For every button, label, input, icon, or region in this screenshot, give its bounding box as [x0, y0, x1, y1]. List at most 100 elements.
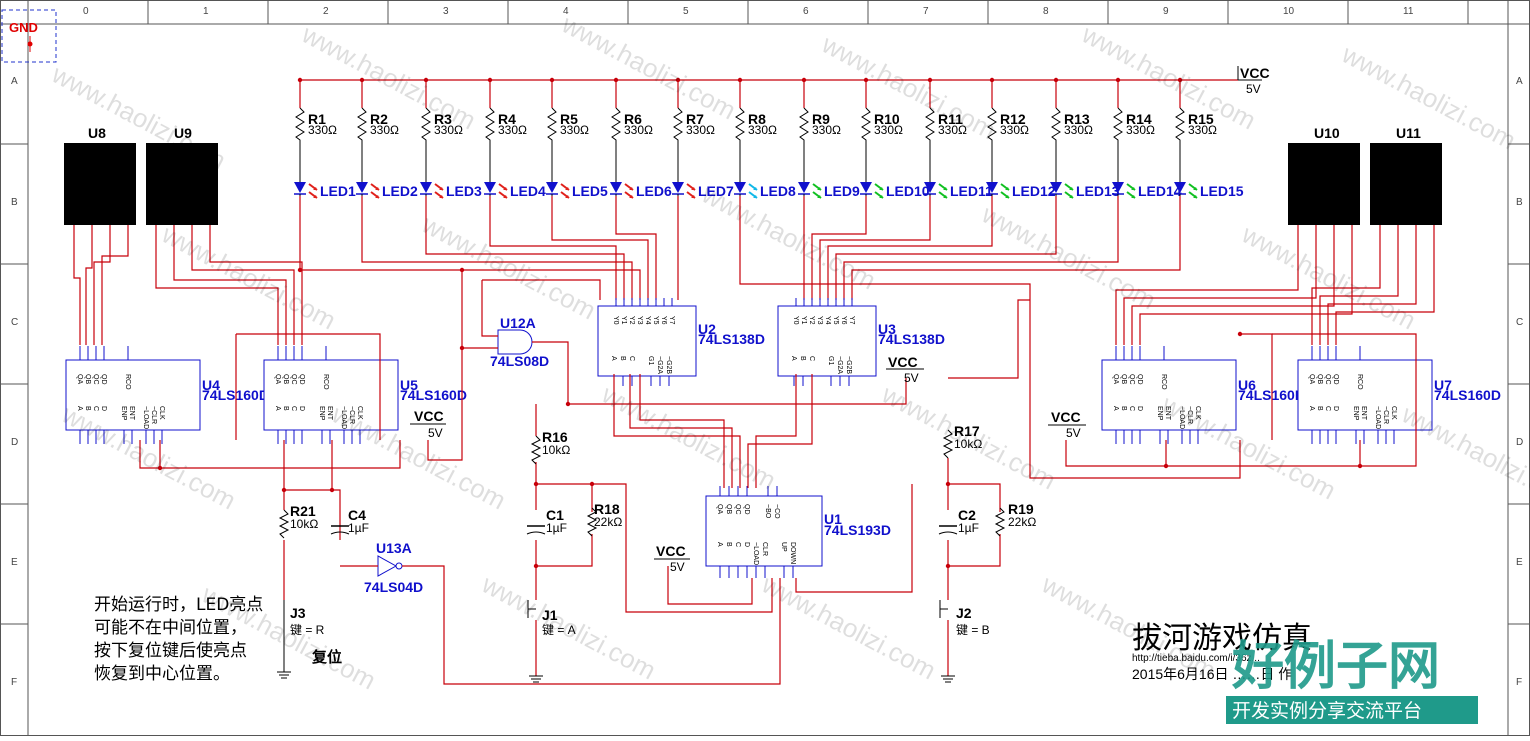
- svg-text:QA: QA: [76, 374, 83, 384]
- grid-col-label: 1: [203, 6, 209, 17]
- resistor-r3: [421, 107, 431, 182]
- led-led1: [294, 182, 306, 193]
- svg-text:U2: U2: [698, 321, 716, 337]
- svg-text:~BO: ~BO: [764, 504, 771, 519]
- svg-text:QD: QD: [1332, 374, 1339, 385]
- watermark-text: www.haolizi.com: [476, 568, 661, 685]
- led-arrowhead: [879, 187, 883, 198]
- resistor-value: 330Ω: [748, 123, 777, 137]
- grid-row-label: B: [1516, 197, 1523, 208]
- svg-text:ENP: ENP: [1156, 406, 1163, 421]
- resistor-value: 330Ω: [560, 123, 589, 137]
- svg-text:开始运行时，LED亮点: 开始运行时，LED亮点: [94, 595, 263, 615]
- capacitor-name: C2: [958, 507, 976, 523]
- switch-j1[interactable]: J1 键 = A: [527, 600, 576, 676]
- svg-text:Y3: Y3: [636, 316, 643, 325]
- svg-text:CLK: CLK: [1390, 406, 1397, 420]
- svg-text:B: B: [725, 542, 732, 547]
- junction-dot: [297, 77, 303, 83]
- svg-text:74LS08D: 74LS08D: [490, 353, 549, 369]
- svg-text:C: C: [290, 406, 297, 411]
- led-label: LED5: [572, 183, 608, 199]
- source-url: http://tieba.baidu.com/i/36z...: [1132, 653, 1260, 664]
- svg-text:ENP: ENP: [1352, 406, 1359, 421]
- grid-col-label: 10: [1283, 6, 1295, 17]
- svg-text:G1: G1: [647, 356, 654, 365]
- svg-text:B: B: [799, 356, 806, 361]
- vcc-u1: VCC 5V: [654, 543, 690, 574]
- svg-text:键 = B: 键 = B: [956, 623, 990, 637]
- svg-text:~G2A: ~G2A: [836, 356, 843, 374]
- junction-dots: [157, 267, 1363, 569]
- resistor-value: 22kΩ: [1008, 515, 1036, 529]
- svg-text:J1: J1: [542, 607, 558, 623]
- led-label: LED10: [886, 183, 930, 199]
- brand-badge: 好例子网 开发实例分享交流平台: [1226, 638, 1478, 724]
- svg-text:74LS160D: 74LS160D: [1434, 387, 1501, 403]
- grid-col-label: 8: [1043, 6, 1049, 17]
- svg-text:CLR: CLR: [761, 542, 768, 556]
- svg-text:ENP: ENP: [120, 406, 127, 421]
- svg-text:G1: G1: [827, 356, 834, 365]
- resistor-r21: [278, 509, 290, 539]
- led-arrowhead: [1069, 187, 1073, 198]
- svg-text:U13A: U13A: [376, 540, 412, 556]
- brand-name: 好例子网: [1231, 638, 1440, 696]
- watermark-text: www.haolizi.com: [976, 198, 1161, 315]
- switch-j2[interactable]: J2 键 = B: [939, 600, 990, 676]
- resistor-value: 10kΩ: [290, 517, 318, 531]
- resistor-value: 330Ω: [938, 123, 967, 137]
- led-arrowhead: [943, 187, 947, 198]
- resistor-r9: [799, 107, 809, 182]
- resistor-value: 10kΩ: [954, 437, 982, 451]
- led-led6: [610, 182, 622, 193]
- resistor-name: R14: [1126, 111, 1152, 127]
- grid-row-label: A: [1516, 76, 1523, 87]
- grid-row-label: D: [11, 437, 18, 448]
- junction-dot: [459, 267, 465, 273]
- svg-text:~LOAD: ~LOAD: [142, 406, 149, 429]
- svg-text:VCC: VCC: [1051, 409, 1081, 425]
- resistor-value: 330Ω: [812, 123, 841, 137]
- resistor-name: R1: [308, 111, 326, 127]
- svg-text:QB: QB: [84, 374, 91, 384]
- led-led10: [860, 182, 872, 193]
- led-arrowhead: [753, 187, 757, 198]
- resistor-name: R10: [874, 111, 900, 127]
- led-label: LED9: [824, 183, 860, 199]
- svg-text:Y4: Y4: [824, 316, 831, 325]
- svg-text:CLK: CLK: [158, 406, 165, 420]
- resistor-value: 330Ω: [1000, 123, 1029, 137]
- svg-text:A: A: [790, 356, 797, 361]
- svg-text:B: B: [1316, 406, 1323, 411]
- led-arrowhead: [313, 187, 317, 198]
- resistor-r19: [994, 507, 1006, 537]
- watermark-text: www.haolizi.com: [1336, 38, 1521, 155]
- and-gate-u12a: U12A 74LS08D: [462, 279, 601, 404]
- switch-j3[interactable]: J3 键 = R: [283, 600, 325, 672]
- junction-dot: [565, 401, 571, 407]
- watermark-text: www.haolizi.com: [816, 28, 1001, 145]
- led-label: LED12: [1012, 183, 1056, 199]
- grid-row-label: D: [1516, 437, 1523, 448]
- svg-text:Y1: Y1: [620, 316, 627, 325]
- svg-text:J2: J2: [956, 605, 972, 621]
- svg-text:QB: QB: [282, 374, 289, 384]
- led-led2: [356, 182, 368, 193]
- junction-dot: [533, 481, 539, 487]
- svg-text:ENT: ENT: [326, 406, 333, 421]
- display-u8: U8: [64, 125, 136, 225]
- resistor-name: R17: [954, 423, 980, 439]
- grid-col-label: 6: [803, 6, 809, 17]
- resistor-r16: [530, 435, 542, 465]
- capacitor-name: C1: [546, 507, 564, 523]
- resistor-r18: [586, 507, 598, 537]
- led-led7: [672, 182, 684, 193]
- svg-text:A: A: [1112, 406, 1119, 411]
- grid-col-label: 2: [323, 6, 329, 17]
- svg-text:Y5: Y5: [652, 316, 659, 325]
